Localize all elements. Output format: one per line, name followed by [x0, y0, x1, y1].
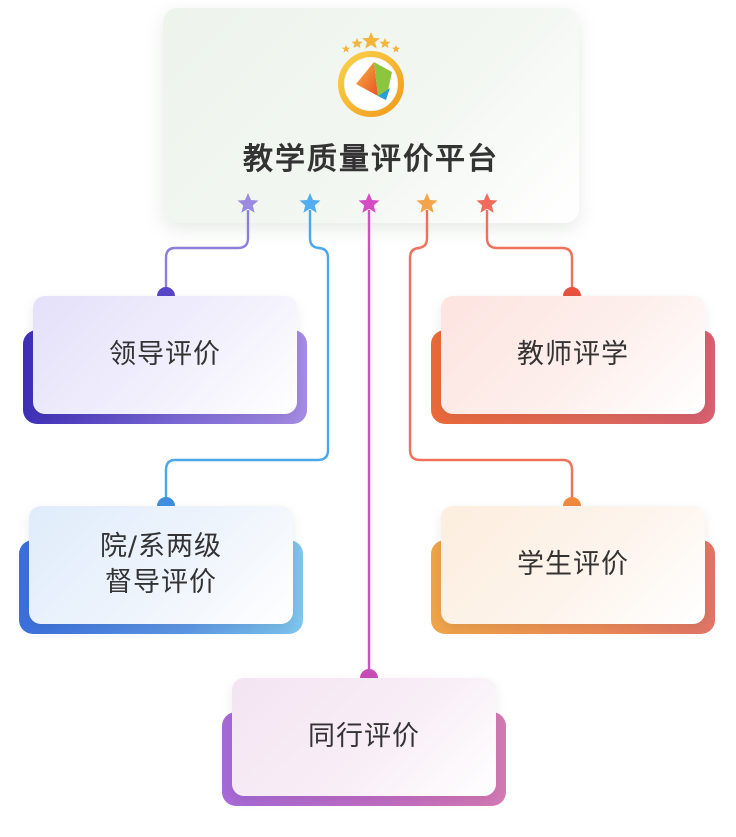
connector-line-4: [408, 210, 574, 500]
endpoint-dot-4: [563, 287, 581, 296]
platform-card: 教学质量评价平台: [163, 8, 579, 223]
endpoint-dot-5: [563, 497, 581, 506]
node-label: 领导评价: [109, 339, 221, 370]
star-icon-1: [237, 193, 259, 213]
node-student-evaluation[interactable]: 学生评价: [431, 506, 715, 634]
node-label-line2: 督导评价: [104, 567, 217, 598]
platform-title: 教学质量评价平台: [243, 142, 499, 177]
node-label: 同行评价: [308, 721, 420, 752]
node-supervisor-evaluation[interactable]: 院/系两级 督导评价: [19, 506, 303, 634]
star-icon-5: [476, 193, 498, 213]
star-icon-4: [416, 193, 438, 213]
star-icon-3: [358, 193, 380, 213]
connector-line-2: [164, 210, 330, 500]
node-label-line1: 院/系两级: [99, 531, 223, 562]
node-peer-evaluation[interactable]: 同行评价: [222, 678, 506, 806]
node-teacher-evaluates-study[interactable]: 教师评学: [431, 296, 715, 424]
star-icon-2: [299, 193, 321, 213]
endpoint-dot-3: [360, 669, 378, 678]
platform-logo-icon: [338, 32, 404, 117]
node-label: 教师评学: [517, 339, 629, 370]
node-leader-evaluation[interactable]: 领导评价: [23, 296, 307, 424]
connector-line-5: [485, 210, 574, 292]
node-label: 学生评价: [517, 549, 629, 580]
connector-line-1: [164, 210, 250, 292]
endpoint-dot-2: [157, 497, 175, 506]
endpoint-dot-1: [157, 287, 175, 296]
